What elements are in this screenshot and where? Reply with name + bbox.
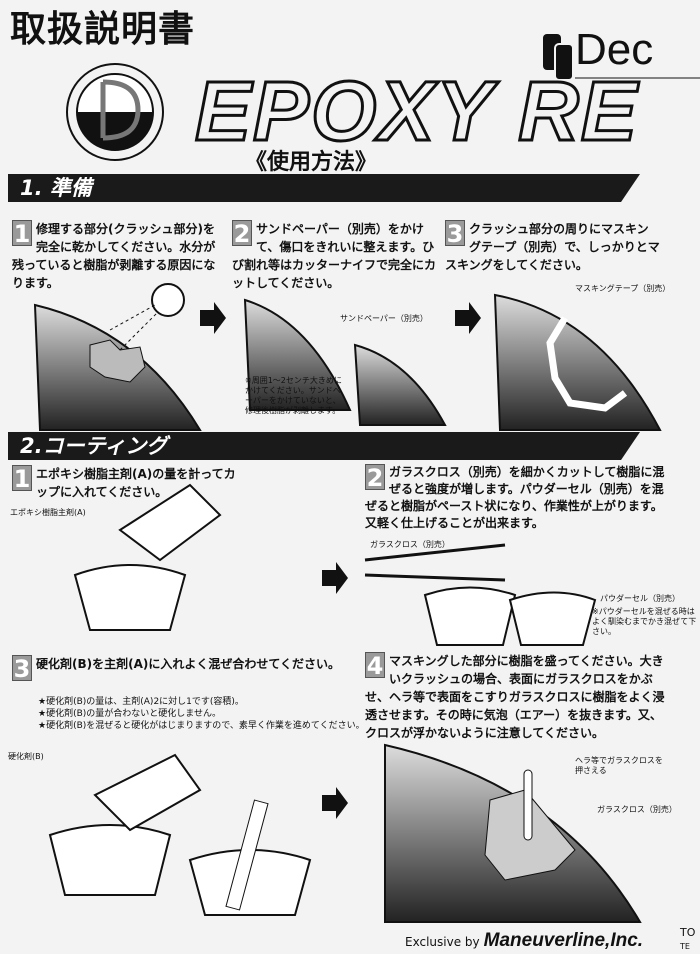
note-powder-cell: ※パウダーセルを混ぜる時はよく馴染むまでかき混ぜて下さい。: [592, 607, 697, 636]
footer-edge-1: TO: [680, 926, 696, 939]
product-title: EPOXY RE: [194, 64, 639, 158]
arrow-right-icon: [200, 302, 226, 334]
sun-icon: [151, 283, 185, 317]
bowl-icon: [188, 849, 312, 916]
surfboard-illustration: [243, 298, 352, 411]
dec-logo-mark: [543, 34, 700, 81]
label-sandpaper: サンドペーパー（別売）: [340, 314, 428, 323]
section-2-heading: 2.コーティング: [8, 432, 640, 460]
label-hardener-b: 硬化剤(B): [8, 752, 44, 761]
label-powder-cell: パウダーセル（別売）: [600, 594, 680, 603]
arrow-right-icon: [322, 787, 348, 819]
label-spatula: ヘラ等でガラスクロスを押さえる: [575, 756, 663, 775]
label-glass-cloth-2: ガラスクロス（別売）: [597, 805, 677, 814]
usage-heading: 《使用方法》: [245, 150, 378, 175]
bowl-icon: [73, 564, 187, 631]
arrow-right-icon: [455, 302, 481, 334]
scissors-icon: [364, 543, 506, 582]
arrow-right-icon: [322, 562, 348, 594]
label-masking-tape: マスキングテープ（別売）: [575, 284, 671, 293]
section-1-heading: 1. 準備: [8, 174, 640, 202]
bowl-icon: [423, 586, 517, 646]
bottle-icon: [93, 753, 202, 832]
bottle-icon: [118, 483, 222, 562]
footer-edge-2: TE: [680, 942, 690, 951]
masking-tape-illustration: [546, 316, 628, 412]
label-glass-cloth: ガラスクロス（別売）: [370, 540, 450, 549]
spatula-icon: [523, 769, 533, 841]
note-sandpaper: ※周囲1～2センチ大きめにかけてください。サンドペーパーをかけていないと、修理後…: [245, 376, 342, 415]
brand-name: Dec: [575, 25, 654, 74]
label-resin-a: エポキシ樹脂主剤(A): [10, 508, 86, 517]
bowl-icon: [508, 591, 597, 646]
brand-seal-logo: [66, 63, 164, 161]
page-title: 取扱説明書: [10, 9, 196, 50]
surfboard-illustration: [493, 293, 662, 431]
notes-hardener: ★硬化剤(B)の量は、主剤(A)2に対し1です(容積)。★硬化剤(B)の量が合わ…: [38, 697, 365, 731]
bowl-icon: [48, 824, 172, 896]
